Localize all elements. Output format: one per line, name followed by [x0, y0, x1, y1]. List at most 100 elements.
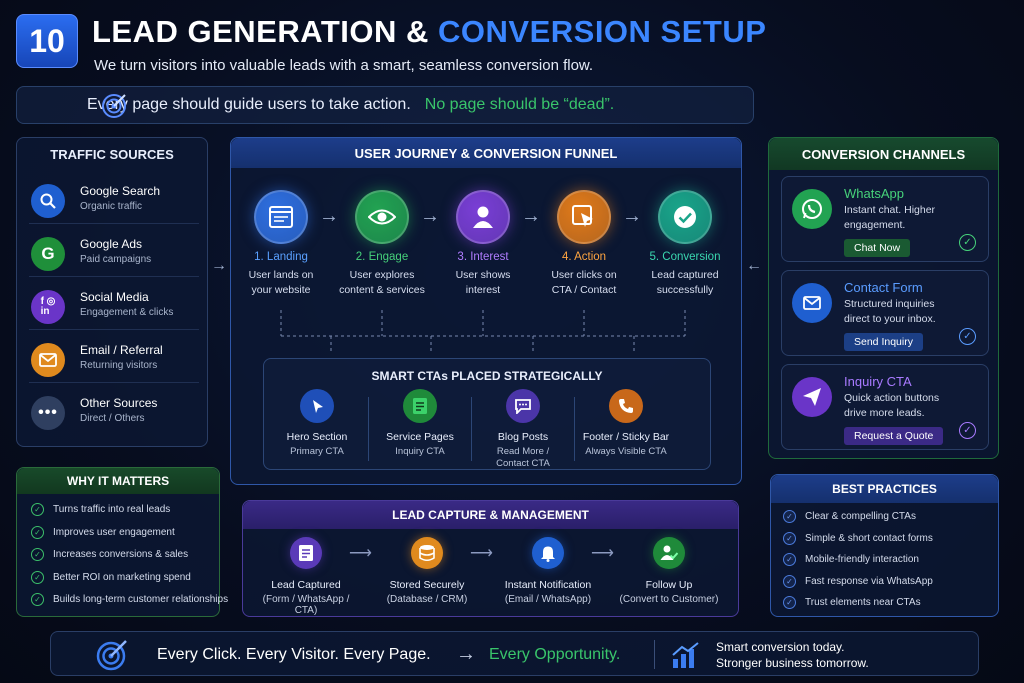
- arrow-right-icon: ⟶: [591, 545, 614, 562]
- cta-desc-line: Contact CTA: [496, 458, 550, 469]
- target-icon: [96, 640, 127, 671]
- channel-action-button[interactable]: Chat Now: [844, 239, 911, 257]
- funnel-stage-desc-line: CTA / Contact: [551, 284, 617, 296]
- user-icon: [456, 190, 510, 244]
- best-practice-item: ✓Fast response via WhatsApp: [783, 574, 933, 588]
- cta-divider: [574, 397, 575, 461]
- lead-step-desc: (Database / CRM): [386, 594, 468, 605]
- send-icon: [792, 377, 832, 417]
- funnel-connectors: [280, 310, 686, 354]
- funnel-stage-desc-line: User explores: [349, 269, 415, 281]
- benefit-text: Improves user engagement: [53, 526, 175, 538]
- channel-desc: Structured inquiries direct to your inbox…: [844, 297, 974, 327]
- funnel-stage-desc-line: successfully: [656, 284, 714, 296]
- traffic-source-name: Google Search: [80, 184, 161, 198]
- follow-up-icon: [653, 537, 685, 569]
- traffic-source-name: Email / Referral: [80, 343, 163, 357]
- traffic-source-desc: Paid campaigns: [80, 254, 152, 265]
- funnel-stage-label: 4. Action: [561, 251, 607, 263]
- benefit-text: Turns traffic into real leads: [53, 504, 171, 515]
- eye-icon: [355, 190, 409, 244]
- cta-placement-name: Service Pages: [386, 431, 454, 443]
- lead-step-desc: (Convert to Customer): [619, 594, 719, 605]
- traffic-sources-title: TRAFFIC SOURCES: [50, 146, 174, 162]
- channel-desc-line: Instant chat. Higher: [844, 204, 936, 216]
- callout-text: Every page should guide users to take ac…: [87, 96, 411, 113]
- channel-desc-line: direct to your inbox.: [844, 313, 936, 325]
- page-title: LEAD GENERATION & CONVERSION SETUP: [92, 14, 767, 49]
- whatsapp-icon: [792, 189, 832, 229]
- cta-placement-name: Footer / Sticky Bar: [582, 431, 670, 443]
- lead-step: Stored Securely(Database / CRM): [372, 537, 482, 605]
- database-icon: [411, 537, 443, 569]
- callout-highlight: No page should be “dead”.: [424, 96, 615, 113]
- arrow-right-icon: →: [521, 205, 541, 227]
- benefit-text: Builds long-term customer relationships: [53, 594, 229, 605]
- lead-step-desc: (Email / WhatsApp): [504, 594, 592, 605]
- check-icon: ✓: [31, 503, 44, 516]
- cta-desc-line: Read More /: [496, 446, 550, 457]
- benefit-text: Better ROI on marketing spend: [53, 571, 191, 583]
- check-circle-icon: ✓: [959, 422, 976, 439]
- footer-main-text: Every Click. Every Visitor. Every Page.: [157, 646, 431, 663]
- lead-capture-panel: LEAD CAPTURE & MANAGEMENT Lead Captured(…: [242, 500, 739, 617]
- arrow-right-icon: →: [211, 257, 227, 274]
- best-practice-text: Mobile-friendly interaction: [805, 554, 919, 565]
- traffic-source-name: Other Sources: [80, 396, 158, 410]
- channel-action-button[interactable]: Request a Quote: [844, 427, 944, 445]
- funnel-stage-desc-line: your website: [251, 284, 311, 296]
- target-icon: [102, 94, 126, 118]
- benefit-item: ✓ Turns traffic into real leads: [31, 503, 170, 516]
- best-practice-text: Clear & compelling CTAs: [805, 511, 916, 522]
- check-icon: ✓: [783, 596, 796, 609]
- pointer-icon: [300, 389, 334, 423]
- check-icon: [658, 190, 712, 244]
- traffic-source-name: Social Media: [80, 290, 149, 304]
- lead-step-name: Lead Captured: [271, 579, 341, 591]
- phone-icon: [609, 389, 643, 423]
- growth-chart-icon: [672, 642, 699, 668]
- cta-placement-desc: Read More /Contact CTA: [468, 446, 578, 470]
- arrow-right-icon: →: [420, 205, 440, 227]
- funnel-stage-label: 3. Interest: [457, 251, 509, 263]
- chat-icon: [506, 389, 540, 423]
- check-icon: ✓: [31, 570, 44, 584]
- check-icon: ✓: [783, 553, 796, 566]
- cta-desc-line: Primary CTA: [290, 446, 344, 457]
- check-icon: ✓: [31, 593, 44, 606]
- channel-desc-line: drive more leads.: [844, 407, 925, 419]
- callout-banner: Every page should guide users to take ac…: [16, 86, 754, 124]
- best-practice-text: Fast response via WhatsApp: [805, 575, 933, 587]
- best-practice-item: ✓Clear & compelling CTAs: [783, 510, 916, 523]
- traffic-source-desc: Direct / Others: [80, 413, 145, 424]
- benefit-item: ✓Improves user engagement: [31, 525, 175, 539]
- best-practice-item: ✓Simple & short contact forms: [783, 531, 933, 545]
- channel-action-button[interactable]: Send Inquiry: [844, 333, 923, 351]
- funnel-stage-label: 5. Conversion: [649, 251, 721, 263]
- mail-icon: [31, 343, 65, 377]
- cta-desc-line: Inquiry CTA: [395, 446, 445, 457]
- why-title: WHY IT MATTERS: [17, 468, 219, 494]
- check-icon: ✓: [783, 531, 796, 545]
- channel-desc-line: Structured inquiries: [844, 298, 935, 310]
- smart-ctas-box: SMART CTAs PLACED STRATEGICALLY Hero Sec…: [263, 358, 711, 470]
- lead-step: Lead Captured(Form / WhatsApp / CTA): [251, 537, 361, 616]
